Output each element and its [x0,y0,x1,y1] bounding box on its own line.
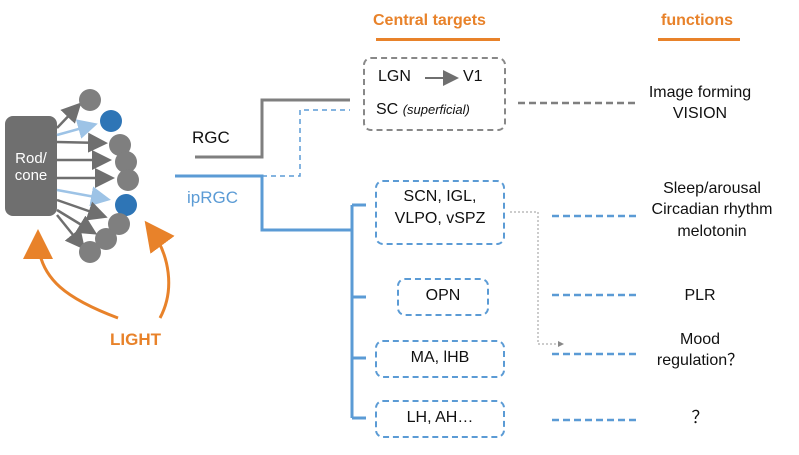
scn-group-line1: SCN, IGL, [403,188,477,205]
unknown-function: ？ [691,408,709,427]
vision-function: Image forming VISION [630,84,770,124]
iprgc-bracket [350,203,366,420]
circadian-function-line1: Sleep/arousal [663,180,761,197]
photoreceptor-label-line2: cone [14,167,48,185]
vision-function-line2: VISION [672,105,728,123]
mood-function-line2: regulation？ [656,352,744,370]
light-arrows [23,220,175,320]
iprgc-pathway-line [175,174,352,232]
rgc-pathway-line [195,98,350,159]
circadian-function: Sleep/arousal Circadian rhythm melotonin [632,180,792,241]
functions-underline [658,38,740,41]
lh-ah-label: LH, AH… [406,409,474,426]
vision-function-line1: Image forming [648,84,752,101]
mood-function: Mood regulation？ [630,331,770,371]
functions-header: functions [661,12,733,29]
ganglion-cells [79,89,139,263]
iprgc-label: ipRGC [187,188,239,207]
photoreceptor-label: Rod/ cone [5,150,57,185]
lh-ah-box [375,400,505,438]
v1-label: V1 [463,68,483,85]
scn-group-line2: VLPO, vSPZ [394,210,486,228]
sc-note: (superficial) [402,102,470,117]
scn-group-label: SCN, IGL, VLPO, vSPZ [375,188,505,229]
lgn-label: LGN [378,68,411,85]
circadian-function-line2: Circadian rhythm [651,201,773,219]
light-label: LIGHT [110,330,161,349]
iprgc-vision-branch [262,109,350,177]
rgc-label: RGC [192,128,230,147]
photoreceptor-block [5,116,57,216]
circadian-function-line3: melotonin [677,222,747,240]
scn-mood-dotted-path [510,211,564,347]
ma-lhb-label: MA, lHB [410,349,470,366]
opn-box [397,278,489,316]
plr-function: PLR [684,287,716,304]
vision-targets-box [363,57,506,131]
scn-group-box [375,180,505,245]
function-connectors [518,101,638,422]
sc-name: SC [376,101,399,118]
ma-lhb-box [375,340,505,378]
retina-arrows [56,102,115,250]
mood-function-line1: Mood [679,331,721,348]
central-targets-underline [376,38,500,41]
central-targets-header: Central targets [373,12,486,29]
sc-label: SC (superficial) [376,101,470,119]
opn-label: OPN [425,287,461,304]
photoreceptor-label-line1: Rod/ [15,150,47,167]
